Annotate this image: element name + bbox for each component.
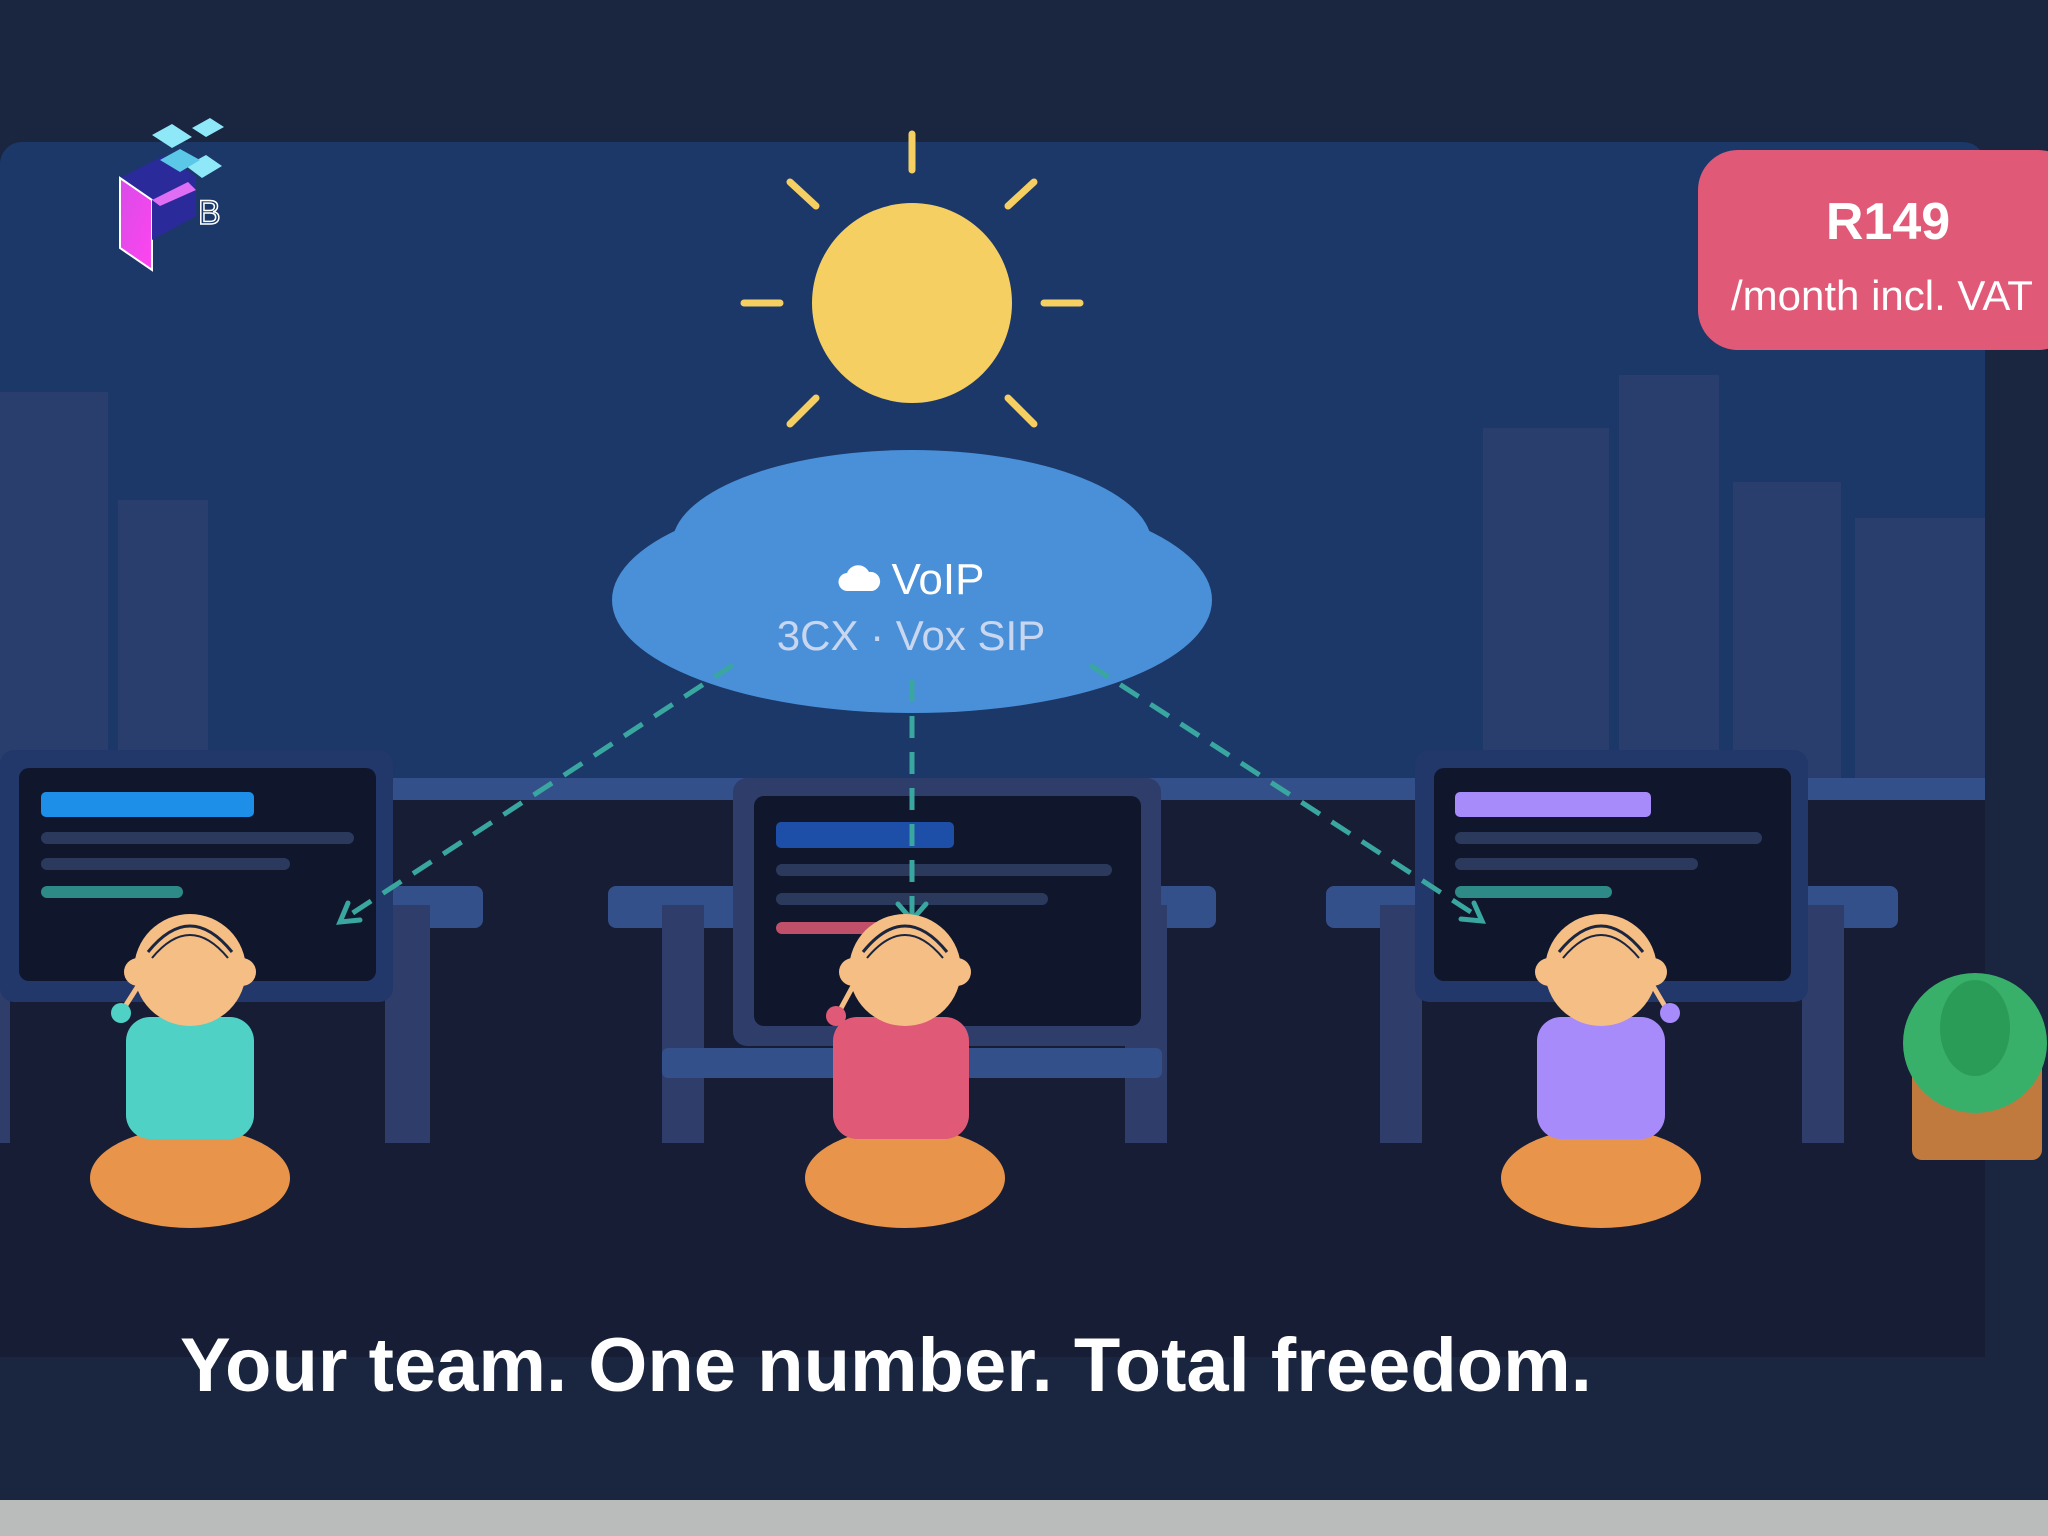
voip-title: VoIP <box>891 555 985 604</box>
monitor-left <box>0 750 393 1002</box>
cloud-icon <box>838 565 880 592</box>
person-right <box>1501 914 1701 1228</box>
monitor-right <box>1415 750 1808 1002</box>
price-badge: R149 /month incl. VAT <box>1698 150 2048 350</box>
price-period: /month incl. VAT <box>1731 272 2033 319</box>
stacked-cubes-logo: B <box>119 118 224 272</box>
voip-title-row: VoIP <box>700 555 1122 605</box>
bottom-bar <box>0 1500 2048 1536</box>
voip-cloud <box>612 450 1212 713</box>
person-left <box>90 914 290 1228</box>
city-skyline <box>0 375 1985 792</box>
tagline: Your team. One number. Total freedom. <box>180 1323 1592 1408</box>
voip-subtitle: 3CX · Vox SIP <box>776 612 1046 659</box>
screen-accent-bar <box>1455 792 1651 817</box>
person-center <box>805 914 1005 1228</box>
price-amount: R149 <box>1825 193 1951 251</box>
screen-accent-bar <box>41 792 254 817</box>
potted-plant <box>1903 973 2047 1160</box>
sun-icon <box>740 130 1084 428</box>
screen-accent-bar <box>776 822 954 848</box>
connection-lines <box>343 662 1482 921</box>
svg-text:B: B <box>198 194 221 232</box>
